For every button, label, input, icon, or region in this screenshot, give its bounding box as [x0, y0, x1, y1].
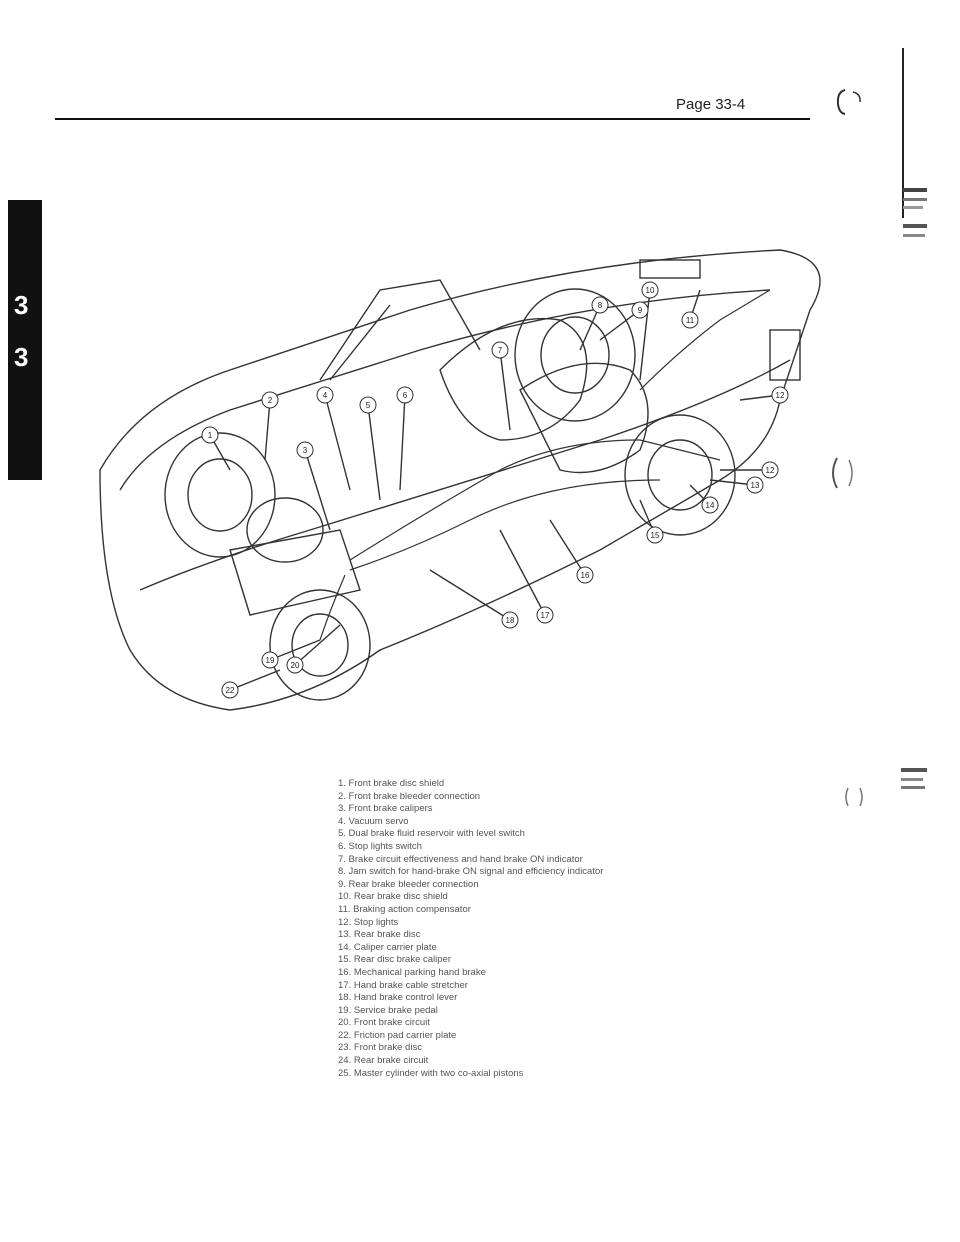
- corner-bracket-mark: [836, 89, 861, 115]
- callout-number: 4: [323, 391, 328, 400]
- header-rule: [55, 118, 810, 120]
- legend-item: 3. Front brake calipers: [338, 803, 433, 815]
- legend-item: 16. Mechanical parking hand brake: [338, 966, 486, 978]
- legend-item: 22. Friction pad carrier plate: [338, 1029, 457, 1041]
- legend-item: 18. Hand brake control lever: [338, 992, 458, 1004]
- legend-item: 12. Stop lights: [338, 916, 399, 928]
- callout-number: 17: [541, 611, 550, 620]
- callout-number: 9: [638, 306, 643, 315]
- callout-number: 5: [366, 401, 371, 410]
- scan-edge-artifact: [903, 188, 927, 237]
- legend-item: 23. Front brake disc: [338, 1042, 422, 1054]
- callout-number: 12: [766, 466, 775, 475]
- callout-number: 2: [268, 396, 273, 405]
- legend-item: 24. Rear brake circuit: [338, 1055, 429, 1067]
- legend-item: 25. Master cylinder with two co-axial pi…: [338, 1067, 524, 1079]
- legend-item: 7. Brake circuit effectiveness and hand …: [338, 853, 583, 865]
- callout-number: 7: [498, 346, 503, 355]
- callout-number: 18: [506, 616, 515, 625]
- callout-number: 12: [776, 391, 785, 400]
- legend-item: 20. Front brake circuit: [338, 1017, 430, 1029]
- legend-item: 14. Caliper carrier plate: [338, 941, 437, 953]
- callout-number: 22: [226, 686, 235, 695]
- margin-bracket-mark: [832, 457, 853, 489]
- callout-number: 6: [403, 391, 408, 400]
- callout-number: 20: [291, 661, 300, 670]
- callout-number: 16: [581, 571, 590, 580]
- legend-item: 17. Hand brake cable stretcher: [338, 979, 468, 991]
- scan-edge-artifact-lower: [901, 768, 927, 789]
- section-tab: [8, 200, 42, 480]
- legend-item: 10. Rear brake disc shield: [338, 891, 448, 903]
- callout-number: 14: [706, 501, 715, 510]
- margin-bracket-mark-lower: [845, 787, 863, 807]
- callout-number: 13: [751, 481, 760, 490]
- callout-number: 19: [266, 656, 275, 665]
- page-number: Page 33-4: [676, 96, 746, 113]
- legend-item: 1. Front brake disc shield: [338, 778, 445, 789]
- legend-item: 19. Service brake pedal: [338, 1004, 438, 1016]
- section-tab-digit: 3: [14, 290, 29, 320]
- legend-item: 13. Rear brake disc: [338, 929, 421, 941]
- legend-item: 15. Rear disc brake caliper: [338, 954, 451, 966]
- legend-item: 8. Jam switch for hand-brake ON signal a…: [338, 866, 604, 878]
- callout-number: 10: [646, 286, 655, 295]
- callout-number: 8: [598, 301, 603, 310]
- legend-item: 9. Rear brake bleeder connection: [338, 878, 479, 890]
- legend-item: 6. Stop lights switch: [338, 840, 422, 852]
- legend-item: 11. Braking action compensator: [338, 903, 471, 915]
- callout-number: 11: [686, 316, 695, 325]
- page-edge-rule: [902, 48, 904, 218]
- legend-item: 5. Dual brake fluid reservoir with level…: [338, 828, 525, 840]
- parts-legend: 1. Front brake disc shield 2. Front brak…: [338, 778, 768, 1080]
- section-tab-digit: 3: [14, 342, 29, 372]
- callout-number: 15: [651, 531, 660, 540]
- callout-number: 1: [208, 431, 213, 440]
- legend-item: 4. Vacuum servo: [338, 815, 409, 827]
- legend-item: 2. Front brake bleeder connection: [338, 790, 481, 802]
- callout-number: 3: [303, 446, 308, 455]
